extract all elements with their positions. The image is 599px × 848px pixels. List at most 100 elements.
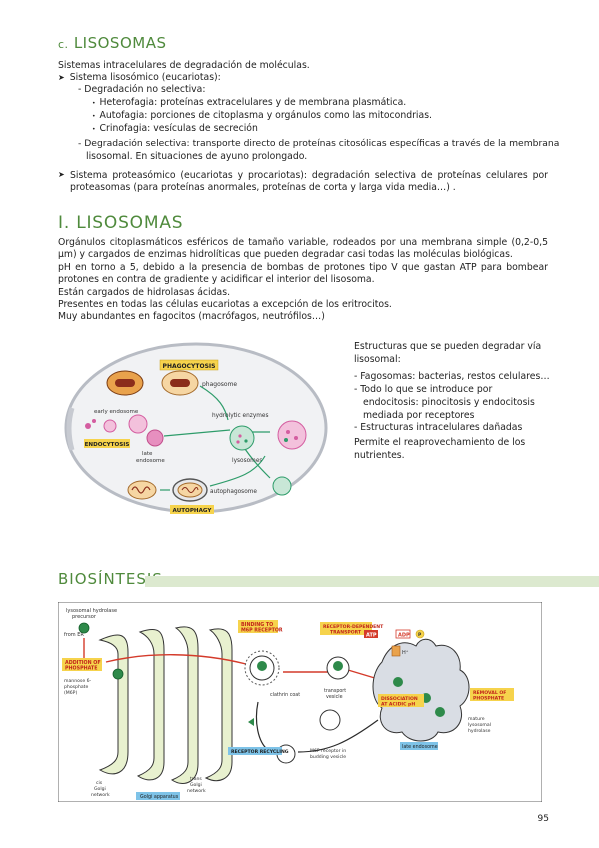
early-endosome-icon: [128, 414, 148, 434]
enzyme-dot-icon: [294, 436, 298, 440]
binding-label-1: BINDING TO: [241, 622, 273, 628]
transport-vesicle-label-1: transport: [324, 688, 346, 694]
cisterna-icon: [204, 628, 233, 782]
body-paragraphs: Orgánulos citoplasmáticos esféricos de t…: [58, 237, 550, 324]
trans-golgi-label-2: Golgi: [190, 782, 202, 788]
arrow-bullet-icon: ➤: [58, 170, 65, 179]
early-endosome-label: early endosome: [94, 409, 139, 415]
late-endosome-label-1: late: [142, 451, 153, 457]
late-endosome-label-box: [400, 742, 438, 750]
lysosomes-label: lysosomes: [232, 458, 262, 464]
list-item: •Heterofagia: proteínas extracelulares y…: [92, 97, 407, 108]
nonselective-title: - Degradación no selectiva:: [78, 84, 206, 95]
binding-label-box: [238, 620, 278, 633]
cis-golgi-label-1: cis: [96, 780, 103, 786]
selective-line-1: - Degradación selectiva: transporte dire…: [78, 138, 560, 149]
intro-text: Sistemas intracelulares de degradación d…: [58, 60, 310, 71]
h-plus-label: H⁺: [402, 650, 409, 656]
phagocytosis-label-box: [159, 359, 219, 371]
phosphate-icon: [415, 629, 425, 639]
phagosome-core-icon: [170, 379, 190, 387]
addition-label-1: ADDITION OF: [65, 660, 101, 666]
arrow-icon: [209, 455, 266, 487]
figure-frame: [58, 602, 542, 802]
golgi-apparatus-label: Golgi apparatus: [140, 794, 179, 800]
m6p-receptor-label-1: M6P receptor in: [310, 748, 346, 754]
adp-label: ADP: [398, 633, 410, 639]
dot-bullet-icon: •: [92, 113, 96, 120]
m6p-receptor-label-2: budding vesicle: [310, 754, 346, 760]
atp-label: ATP: [366, 633, 377, 639]
right-intro-line: lisosomal:: [354, 353, 401, 365]
arrow-bullet-icon: ➤: [58, 73, 65, 82]
phagosome-label: phagosome: [202, 381, 237, 388]
hydrolase-icon: [257, 661, 267, 671]
dissociation-label-box: [378, 694, 424, 707]
m6p-label-3: (M6P): [64, 690, 77, 696]
transport-label-box: [320, 622, 372, 635]
receptor-recycling-label-box: [228, 747, 282, 755]
endocytosis-label-box: [84, 439, 130, 448]
late-endosome-icon: [146, 429, 164, 447]
arrow-icon: [297, 719, 379, 753]
proton-pump-icon: [391, 645, 401, 657]
section-heading-biosintesis: BIOSÍNTESIS: [58, 570, 163, 588]
mitochondrion-crista-icon: [181, 487, 199, 493]
list-item: - Estructuras intracelulares dañadas: [354, 422, 523, 434]
hydrolase-icon: [333, 661, 343, 671]
biosynthesis-figure: lysosomal hydrolase precursor from ER AD…: [58, 602, 542, 802]
m6p-label-1: mannose 6-: [64, 678, 92, 684]
cis-golgi-label-2: Golgi: [94, 786, 106, 792]
molecule-icon: [85, 423, 91, 429]
right-outro-line: Permite el reaprovechamiento de los: [354, 436, 526, 448]
selective-line-2: lisosomal. En situaciones de ayuno prolo…: [86, 151, 308, 162]
enzyme-dot-icon: [286, 430, 290, 434]
cisterna-icon: [136, 628, 165, 781]
from-er-label: from ER: [64, 632, 84, 638]
dissociation-label-2: AT ACIDIC pH: [381, 702, 415, 708]
enzyme-dot-icon: [284, 438, 288, 442]
trans-golgi-label-3: network: [187, 788, 206, 794]
bacterium-core-icon: [115, 379, 135, 387]
lysosome-pathways-figure: PHAGOCYTOSIS phagosome early endosome EN…: [64, 342, 328, 514]
enzyme-dot-icon: [244, 439, 248, 443]
hydrolase-icon: [112, 668, 124, 680]
hydrolase-icon: [435, 707, 445, 717]
phagocytosis-label: PHAGOCYTOSIS: [163, 363, 216, 370]
addition-label-2: PHOSPHATE: [65, 666, 97, 672]
paragraph: Presentes en todas las células eucariota…: [58, 299, 392, 311]
autophagosome-content-icon: [177, 482, 203, 498]
autophagy-label-box: [170, 505, 214, 514]
enzyme-dot-icon: [236, 440, 240, 444]
removal-label-2: PHOSPHATE: [473, 696, 504, 702]
recycling-vesicle-icon: [319, 709, 341, 731]
hydrolase-icon: [78, 622, 90, 634]
mature-hydrolase-label-3: hydrolase: [468, 728, 491, 734]
lysosomal-system-title: ➤Sistema lisosómico (eucariotas):: [58, 72, 221, 83]
cis-golgi-label-3: network: [91, 792, 110, 798]
endocytosis-label: ENDOCYTOSIS: [85, 442, 130, 448]
lysosome-icon: [229, 425, 255, 451]
mitochondrion-crista-icon: [131, 486, 151, 494]
section-heading-1: I. LISOSOMAS: [58, 213, 184, 233]
lysosome-icon: [277, 420, 307, 450]
atp-box: [364, 630, 378, 638]
receptor-recycling-label: RECEPTOR RECYCLING: [231, 749, 289, 755]
list-item: - Fagosomas: bacterias, restos celulares…: [354, 371, 550, 383]
list-item: •Autofagia: porciones de citoplasma y or…: [92, 110, 433, 121]
hydrolase-precursor-label-2: precursor: [72, 614, 97, 620]
paragraph: Están cargados de hidrolasas ácidas.: [58, 286, 231, 298]
receptor-icon: [248, 718, 254, 726]
autophagy-label: AUTOPHAGY: [173, 508, 213, 514]
dot-bullet-icon: •: [92, 126, 96, 133]
mitochondrion-icon: [127, 480, 157, 500]
trans-golgi-label-1: trans: [190, 776, 202, 782]
mature-hydrolase-label-2: lysosomal: [468, 722, 491, 728]
section-heading-c: c. LISOSOMAS: [58, 34, 167, 52]
dissociation-label-1: DISSOCIATION: [381, 696, 418, 702]
proteasomal-system: ➤ Sistema proteasómico (eucariotas y pro…: [58, 170, 548, 194]
receptor-dependent-label-1: RECEPTOR-DEPENDENT: [323, 624, 384, 630]
late-endosome-label: late endosome: [402, 744, 438, 750]
list-item: •Crinofagia: vesículas de secreción: [92, 123, 258, 134]
transport-vesicle-label-2: vesicle: [326, 694, 343, 700]
